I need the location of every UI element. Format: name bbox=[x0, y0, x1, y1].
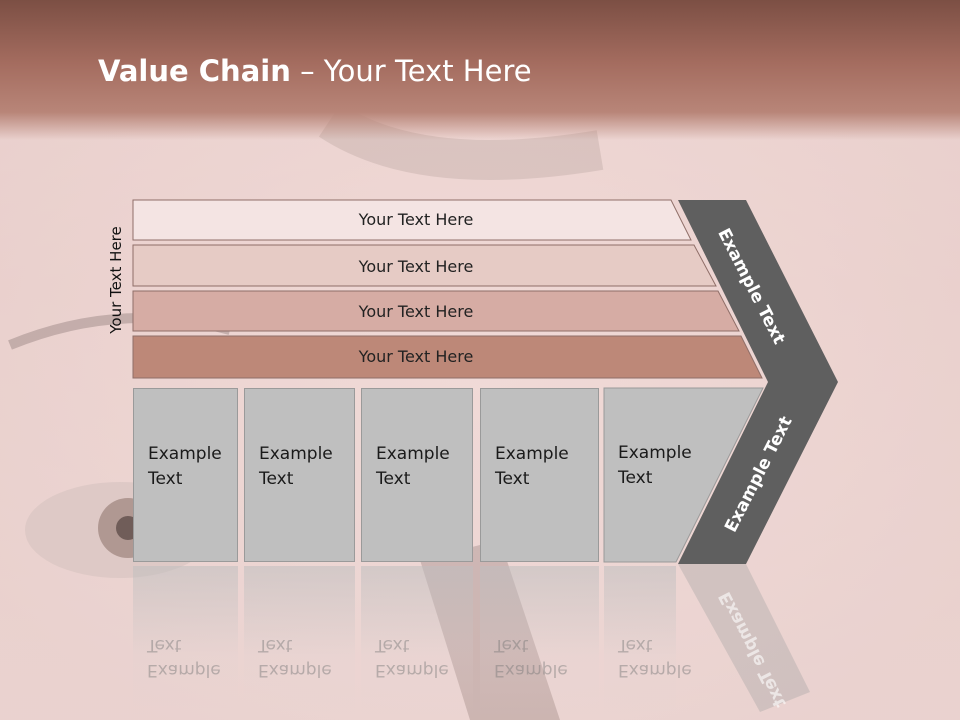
box-2-reflection-label: Example Text bbox=[258, 635, 332, 680]
box-4-label: Example Text bbox=[495, 444, 569, 489]
bar-4: Your Text Here bbox=[132, 335, 763, 379]
bar-4-label: Your Text Here bbox=[358, 347, 474, 366]
box-3-reflection-label: Example Text bbox=[375, 635, 449, 680]
box-5-reflection-label: Example Text bbox=[618, 635, 692, 680]
title-bold: Value Chain bbox=[98, 54, 291, 88]
bar-3-label: Your Text Here bbox=[358, 302, 474, 321]
slide-title: Value Chain – Your Text Here bbox=[98, 54, 532, 88]
box-5: Example Text bbox=[604, 388, 724, 562]
box-5-label: Example Text bbox=[618, 443, 692, 488]
title-rest: – Your Text Here bbox=[290, 54, 532, 88]
box-1-reflection-label: Example Text bbox=[147, 635, 221, 680]
box-3-reflection: Example Text bbox=[361, 566, 473, 716]
bar-2: Your Text Here bbox=[132, 244, 717, 287]
box-4: Example Text bbox=[480, 388, 599, 562]
bar-1-label: Your Text Here bbox=[358, 210, 474, 229]
box-2-label: Example Text bbox=[259, 444, 333, 489]
box-5-reflection: Example Text bbox=[604, 566, 692, 716]
chevron-arrow bbox=[678, 200, 838, 564]
box-4-reflection-label: Example Text bbox=[494, 635, 568, 680]
chevron-reflection bbox=[678, 564, 810, 712]
box-4-reflection: Example Text bbox=[480, 566, 599, 716]
bar-3: Your Text Here bbox=[132, 290, 740, 332]
bar-2-label: Your Text Here bbox=[358, 257, 474, 276]
box-1-label: Example Text bbox=[148, 444, 222, 489]
box-3-label: Example Text bbox=[376, 444, 450, 489]
box-2-reflection: Example Text bbox=[244, 566, 355, 716]
box-5-shape bbox=[603, 387, 764, 563]
box-1-reflection: Example Text bbox=[133, 566, 238, 716]
box-3: Example Text bbox=[361, 388, 473, 562]
bar-1: Your Text Here bbox=[132, 199, 692, 241]
box-1: Example Text bbox=[133, 388, 238, 562]
box-2: Example Text bbox=[244, 388, 355, 562]
header-band bbox=[0, 0, 960, 140]
